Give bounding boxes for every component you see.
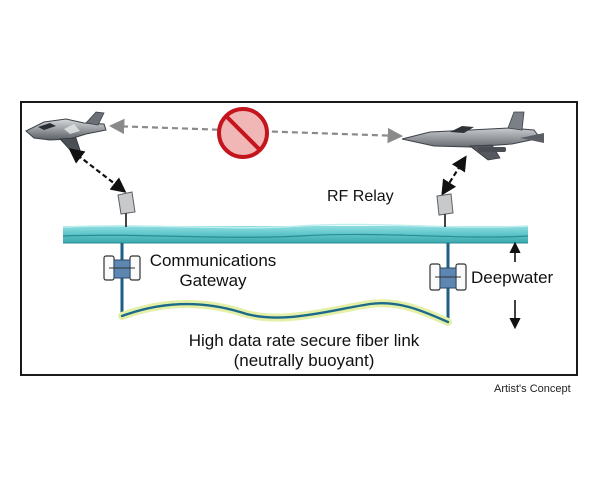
fiber-link-glow xyxy=(118,299,452,326)
deepwater-label: Deepwater xyxy=(471,268,554,287)
communications-gateway-line2: Gateway xyxy=(179,271,247,290)
left-relay-arrow xyxy=(68,148,127,193)
fiber-link-label: High data rate secure fiber link (neutra… xyxy=(162,331,446,371)
surface-buoy-icon xyxy=(117,191,136,227)
fiber-link xyxy=(120,302,450,324)
communications-gateway-line1: Communications xyxy=(149,251,277,270)
stealth-jet-icon xyxy=(25,111,107,153)
fighter-jet-icon xyxy=(401,111,544,161)
surface-buoy-icon xyxy=(436,193,454,227)
fiber-link-line2: (neutrally buoyant) xyxy=(233,351,375,370)
fiber-link-line1: High data rate secure fiber link xyxy=(188,331,420,350)
underwater-gateway-icon xyxy=(103,255,141,281)
rf-relay-label: RF Relay xyxy=(327,188,394,205)
ocean-surface xyxy=(62,223,529,244)
right-relay-arrow xyxy=(441,155,467,196)
prohibited-icon xyxy=(217,107,269,159)
underwater-gateway-icon xyxy=(429,263,467,291)
communications-gateway-label: Communications Gateway xyxy=(143,251,283,291)
artist-concept-caption: Artist's Concept xyxy=(494,383,571,395)
